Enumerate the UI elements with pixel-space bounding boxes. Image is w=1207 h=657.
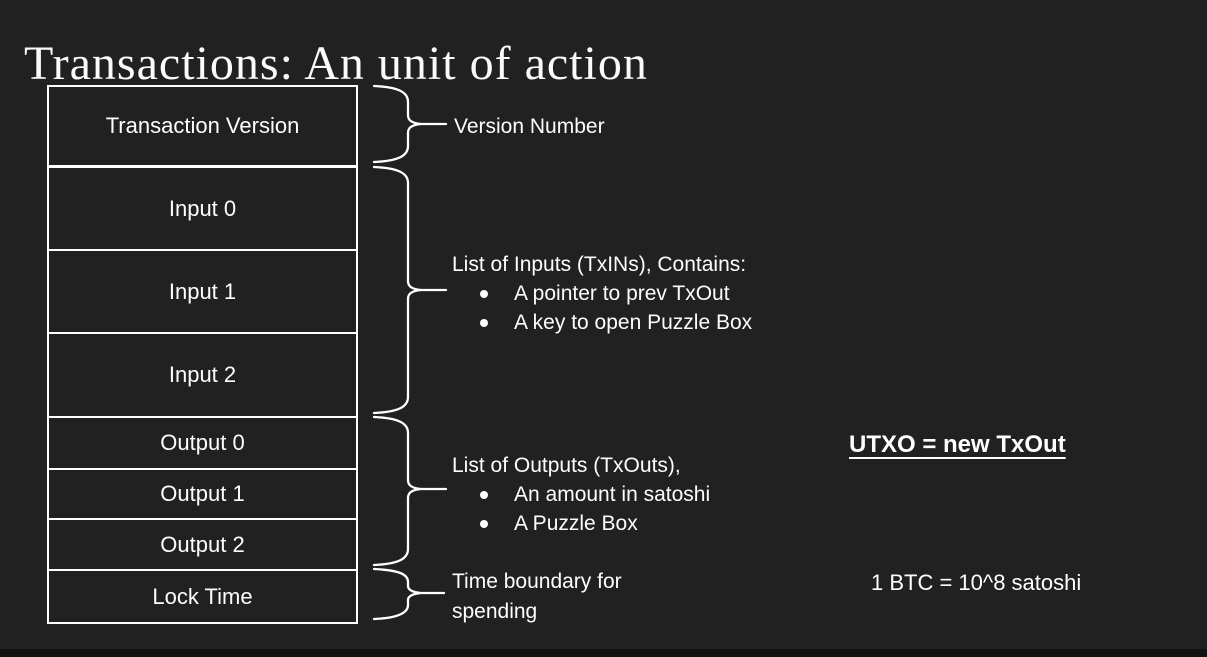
utxo-note: UTXO = new TxOut [849, 431, 1066, 458]
slide-title: Transactions: An unit of action [24, 37, 648, 91]
outputs-bullet-1: An amount in satoshi [452, 480, 710, 509]
bullet-icon [480, 490, 488, 499]
diagram-box-transaction-version: Transaction Version [47, 85, 358, 167]
inputs-bullet-1: A pointer to prev TxOut [452, 279, 752, 308]
bullet-icon [480, 289, 488, 298]
diagram-box-input-0: Input 0 [47, 166, 358, 251]
brace-outputs [372, 415, 422, 567]
brace-inputs [372, 165, 422, 415]
outputs-bullet-1-text: An amount in satoshi [514, 483, 711, 506]
inputs-heading: List of Inputs (TxINs), Contains: [452, 253, 747, 276]
inputs-bullet-2: A key to open Puzzle Box [452, 308, 752, 337]
diagram-box-lock-time: Lock Time [47, 569, 358, 624]
bullet-icon [480, 519, 488, 528]
outputs-bullet-2-text: A Puzzle Box [514, 512, 638, 535]
inputs-bullet-2-text: A key to open Puzzle Box [514, 311, 753, 334]
outputs-heading: List of Outputs (TxOuts), [452, 454, 681, 477]
btc-note: 1 BTC = 10^8 satoshi [871, 570, 1082, 595]
inputs-bullet-1-text: A pointer to prev TxOut [514, 282, 730, 305]
bottom-edge [0, 649, 1207, 657]
outputs-bullet-2: A Puzzle Box [452, 509, 710, 538]
brace-lock-time [372, 567, 422, 621]
bullet-icon [480, 318, 488, 327]
lock-time-label: Time boundary for spending [452, 570, 622, 623]
version-number-label: Version Number [454, 115, 605, 138]
inputs-annotation: List of Inputs (TxINs), Contains: A poin… [452, 250, 752, 337]
diagram-box-output-2: Output 2 [47, 518, 358, 571]
diagram-box-input-1: Input 1 [47, 249, 358, 334]
diagram-box-output-0: Output 0 [47, 416, 358, 470]
diagram-box-output-1: Output 1 [47, 468, 358, 520]
brace-version [372, 84, 422, 164]
diagram-box-input-2: Input 2 [47, 332, 358, 418]
outputs-annotation: List of Outputs (TxOuts), An amount in s… [452, 451, 710, 538]
